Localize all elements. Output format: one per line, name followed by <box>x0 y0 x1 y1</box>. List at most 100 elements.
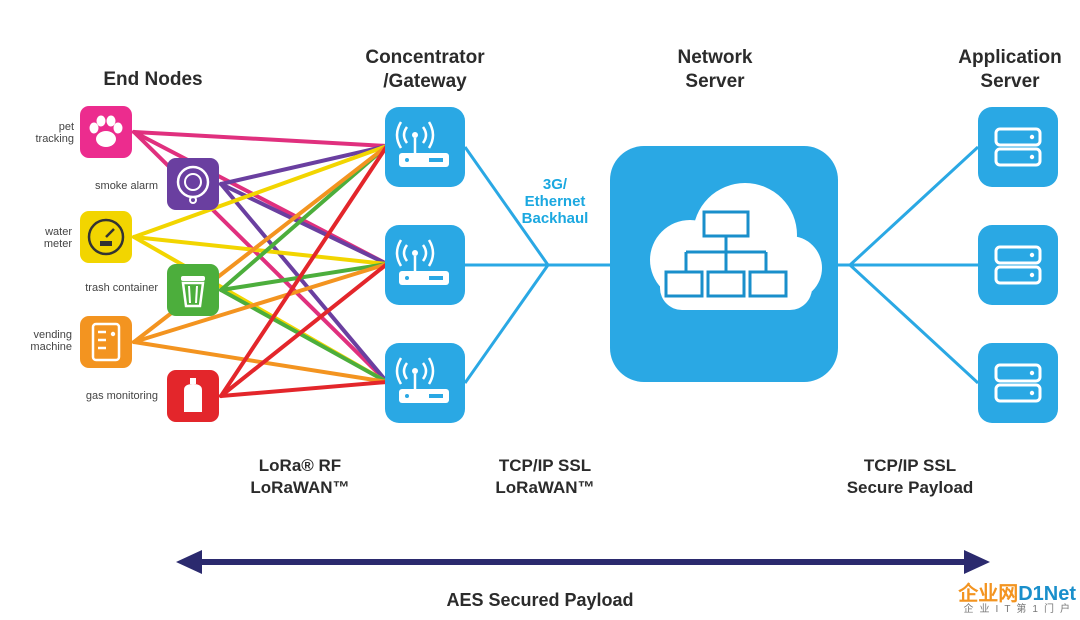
end-nodes-title: End Nodes <box>103 69 203 90</box>
protocol-label-rf: LoRa® RF LoRaWAN™ <box>210 455 390 499</box>
end-node-label-vending-machine: vending machine <box>0 329 72 353</box>
server-rack-unit <box>994 363 1042 383</box>
link-line <box>132 130 389 148</box>
antenna-dot <box>412 132 418 138</box>
antenna-wave <box>402 362 409 380</box>
antenna-dot <box>412 368 418 374</box>
end-node-label-line1: vending <box>33 329 72 341</box>
network-links <box>463 145 980 385</box>
server-1 <box>978 107 1058 187</box>
gateway-led <box>405 394 409 398</box>
gateway-led <box>405 276 409 280</box>
link-line <box>132 262 389 344</box>
end-node-label-line1: gas monitoring <box>85 390 158 402</box>
water-meter-icon <box>80 211 132 263</box>
gateway-1 <box>385 107 465 187</box>
antenna-wave <box>421 126 428 144</box>
link-line <box>219 380 389 398</box>
antenna-dot <box>412 250 418 256</box>
server-rack-unit <box>994 245 1042 265</box>
end-node-label-smoke-alarm: smoke alarm <box>0 180 158 192</box>
cloud-base <box>660 262 812 310</box>
antenna-wave <box>395 121 403 149</box>
antenna-wave <box>421 244 428 262</box>
network-title-line1: Network <box>677 47 753 68</box>
gateway-backhaul-line <box>463 264 550 384</box>
end-node-label-line1: water <box>45 226 72 238</box>
server-led <box>1029 370 1035 376</box>
server-rack-unit <box>994 147 1042 167</box>
trash-lid <box>181 276 205 281</box>
antenna-wave <box>402 126 409 144</box>
protocol-app-line2: Secure Payload <box>846 478 974 497</box>
server-2 <box>978 225 1058 305</box>
end-node-icons <box>80 106 219 422</box>
server-led <box>1029 134 1035 140</box>
gateway-tile <box>385 225 465 305</box>
end-node-label-line2: meter <box>43 238 72 250</box>
antenna-wave <box>395 239 403 267</box>
paw-icon <box>80 106 132 158</box>
network-title-line2: Server <box>685 71 745 92</box>
app-title-line2: Server <box>980 71 1040 92</box>
end-node-label-line1: pet <box>58 121 74 133</box>
aes-double-arrow <box>176 550 990 574</box>
meter-counter <box>100 241 112 246</box>
gateway-tile <box>385 107 465 187</box>
protocol-tcp-line1: TCP/IP SSL <box>498 456 592 475</box>
watermark: 企业网D1Net 企业IT第1门户 <box>958 584 1076 616</box>
paw-toe <box>113 122 123 134</box>
antenna-wave <box>427 239 435 267</box>
gateway-base <box>399 271 449 285</box>
network-tree-icon <box>664 210 788 298</box>
tree-node-leaf <box>664 270 704 298</box>
link-line <box>132 340 389 384</box>
link-line <box>219 262 389 398</box>
server-led <box>1029 154 1035 160</box>
backhaul-line1: 3G/ <box>542 176 568 193</box>
tree-node-leaf <box>748 270 788 298</box>
paw-pad <box>96 131 116 147</box>
end-node-label-line2: tracking <box>35 133 74 145</box>
protocol-label-tcp: TCP/IP SSL LoRaWAN™ <box>455 455 635 499</box>
vending-machine-icon <box>80 316 132 368</box>
icon-tile <box>167 264 219 316</box>
app-title-line1: Application <box>958 47 1062 68</box>
protocol-rf-line2: LoRaWAN™ <box>250 478 350 497</box>
link-line <box>219 262 389 292</box>
alarm-light <box>189 196 197 204</box>
gateway-title-line1: Concentrator <box>365 47 485 68</box>
trash-rib <box>195 285 198 304</box>
backhaul-line2: Ethernet <box>524 193 586 210</box>
alarm-inner <box>184 173 202 191</box>
link-line <box>132 235 389 266</box>
gateway-base <box>399 389 449 403</box>
gateway-2 <box>385 225 465 305</box>
antenna-wave <box>427 357 435 385</box>
gateway-3 <box>385 343 465 423</box>
end-node-label-line1: trash container <box>85 282 158 294</box>
smoke-alarm-icon <box>167 158 219 210</box>
arrow-head-right <box>964 550 990 574</box>
link-line <box>219 144 389 292</box>
network-server-title: Network Server <box>640 46 790 94</box>
gas-tank-icon <box>167 370 219 422</box>
server-3 <box>978 343 1058 423</box>
application-servers <box>978 107 1058 423</box>
antenna-wave <box>402 244 409 262</box>
paw-toe <box>89 122 99 134</box>
trash-icon <box>167 264 219 316</box>
server-tile <box>978 343 1058 423</box>
end-node-label-gas-monitoring: gas monitoring <box>0 390 158 402</box>
application-server-title: Application Server <box>935 46 1080 94</box>
protocol-label-app: TCP/IP SSL Secure Payload <box>815 455 1005 499</box>
icon-tile <box>167 158 219 210</box>
server-led <box>1029 390 1035 396</box>
antenna-wave <box>421 362 428 380</box>
end-node-links <box>132 130 389 398</box>
antenna-wave <box>395 357 403 385</box>
server-rack-unit <box>994 265 1042 285</box>
protocol-app-line1: TCP/IP SSL <box>863 456 957 475</box>
server-led <box>1029 272 1035 278</box>
